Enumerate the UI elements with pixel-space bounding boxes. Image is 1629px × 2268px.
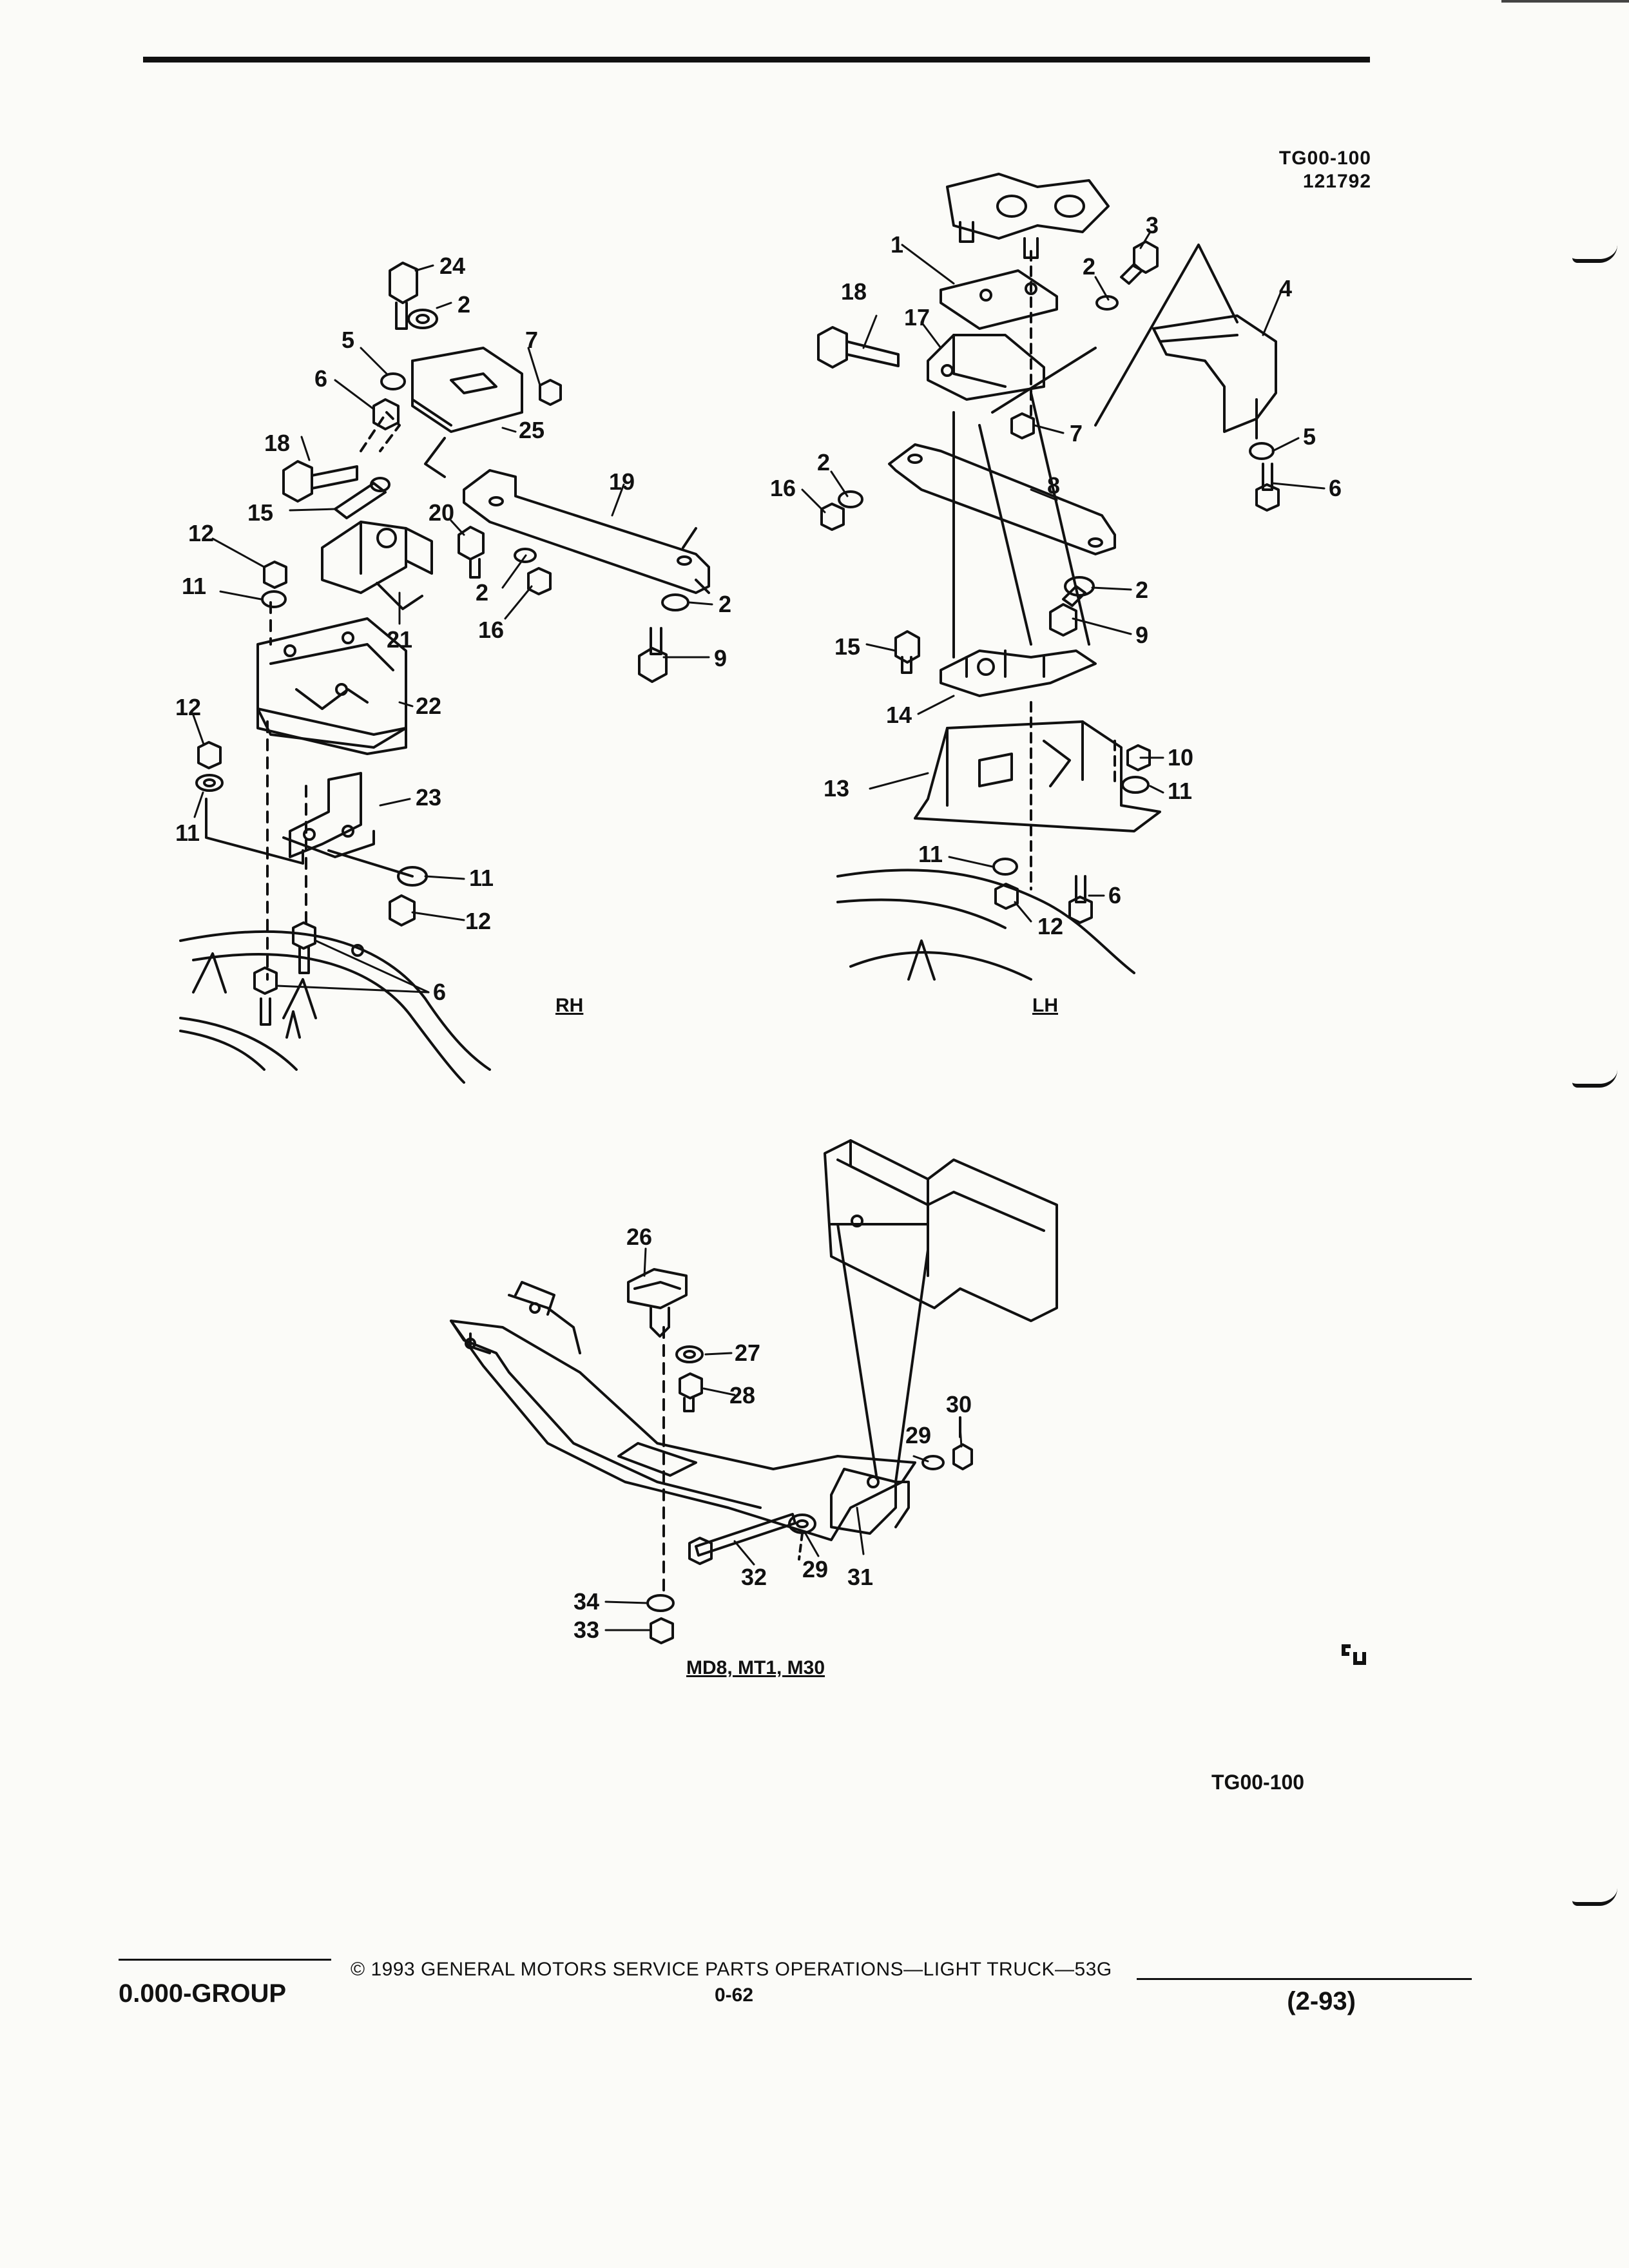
callout-lh-6b: 6	[1108, 882, 1121, 908]
figure-date: 121792	[1302, 171, 1371, 192]
date-code: (2-93)	[1287, 1987, 1356, 2015]
binding-mark	[1572, 1070, 1617, 1088]
page-footer: 0.000-GROUP © 1993 GENERAL MOTORS SERVIC…	[119, 1959, 1472, 2015]
callout-rh-6b: 6	[433, 979, 446, 1005]
callout-34: 34	[574, 1588, 599, 1615]
binding-mark	[1572, 245, 1617, 263]
callout-rh-11c: 11	[469, 865, 494, 891]
callout-33: 33	[574, 1617, 599, 1643]
rh-view-drawing	[179, 262, 710, 1084]
callout-lh-14: 14	[886, 702, 912, 728]
callout-lh-17: 17	[904, 304, 930, 331]
rh-callouts: 24 2 5 7 6 25 18 19 15 20 12 11 2 2 16 9…	[175, 253, 731, 1016]
view-label-lh: LH	[1032, 995, 1058, 1016]
callout-rh-12c: 12	[465, 908, 491, 934]
bottom-figure-ref: TG00-100	[1211, 1771, 1305, 1794]
header-rule	[143, 57, 1370, 62]
figure-code: TG00-100	[1278, 148, 1371, 169]
callout-rh-11b: 11	[175, 820, 200, 846]
bottom-callouts: 26 27 28 30 29 32 29 31 34 33 MD8, MT1, …	[574, 1224, 972, 1678]
callout-rh-23: 23	[416, 784, 441, 811]
callout-lh-1: 1	[891, 231, 903, 258]
lh-view-drawing	[817, 173, 1280, 981]
callout-lh-16: 16	[770, 475, 796, 501]
callout-rh-7: 7	[525, 327, 538, 353]
crossmember-view-drawing	[450, 1139, 1058, 1644]
callout-rh-2: 2	[458, 291, 470, 318]
callout-leaders	[192, 231, 1325, 1631]
callout-lh-18: 18	[841, 278, 867, 305]
callout-lh-13: 13	[824, 775, 849, 802]
callout-lh-2: 2	[1083, 253, 1095, 280]
callout-27: 27	[735, 1340, 760, 1366]
callout-26: 26	[626, 1224, 652, 1250]
callout-rh-11: 11	[182, 573, 206, 599]
callout-lh-11b: 11	[918, 841, 943, 867]
callout-lh-2c: 2	[1135, 577, 1148, 603]
callout-lh-2b: 2	[817, 449, 830, 476]
callout-31: 31	[847, 1564, 873, 1590]
callout-rh-22: 22	[416, 693, 441, 719]
callout-rh-5: 5	[342, 327, 354, 353]
callout-30: 30	[946, 1391, 972, 1418]
callout-lh-8: 8	[1047, 472, 1060, 499]
callout-lh-9: 9	[1135, 622, 1148, 648]
callout-29: 29	[905, 1422, 931, 1448]
callout-rh-9: 9	[714, 645, 727, 671]
callout-rh-24: 24	[439, 253, 465, 279]
callout-rh-12b: 12	[175, 694, 201, 720]
callout-rh-21: 21	[387, 626, 412, 653]
footer-rule-left	[119, 1959, 331, 1961]
callout-28: 28	[729, 1382, 755, 1408]
callout-lh-4: 4	[1279, 275, 1292, 302]
gm-spo-logo-icon	[1342, 1644, 1366, 1665]
view-label-bottom: MD8, MT1, M30	[686, 1657, 825, 1678]
callout-lh-15: 15	[834, 633, 860, 660]
callout-rh-16: 16	[478, 617, 504, 643]
footer-rule-right	[1137, 1978, 1472, 1980]
callout-lh-5: 5	[1303, 423, 1316, 450]
callout-rh-15: 15	[247, 499, 273, 526]
callout-lh-3: 3	[1146, 212, 1159, 238]
callout-lh-6: 6	[1329, 475, 1342, 501]
view-label-rh: RH	[555, 995, 583, 1016]
callout-lh-11: 11	[1168, 778, 1192, 804]
edge-rule	[1501, 0, 1629, 3]
group-label: 0.000-GROUP	[119, 1979, 287, 2008]
callout-32: 32	[741, 1564, 767, 1590]
callout-lh-7: 7	[1070, 420, 1083, 447]
binding-mark	[1572, 1888, 1617, 1906]
callout-rh-2c: 2	[718, 591, 731, 617]
callout-lh-12: 12	[1037, 913, 1063, 939]
callout-rh-20: 20	[429, 499, 454, 526]
callout-rh-18: 18	[264, 430, 290, 456]
callout-rh-12: 12	[188, 520, 214, 546]
callout-rh-2b: 2	[476, 579, 488, 606]
callout-rh-25: 25	[519, 417, 545, 443]
callout-29b: 29	[802, 1556, 828, 1582]
callout-rh-19: 19	[609, 468, 635, 495]
copyright-line: © 1993 GENERAL MOTORS SERVICE PARTS OPER…	[351, 1959, 1112, 1980]
lh-callouts: 3 1 2 18 4 17 7 5 6 8 2 16 2 9 15 14 10 …	[770, 212, 1342, 1016]
callout-rh-6: 6	[314, 365, 327, 392]
page-number: 0-62	[715, 1984, 754, 2006]
callout-lh-10: 10	[1168, 744, 1193, 771]
figure-code-block: TG00-100 121792	[1279, 147, 1371, 193]
